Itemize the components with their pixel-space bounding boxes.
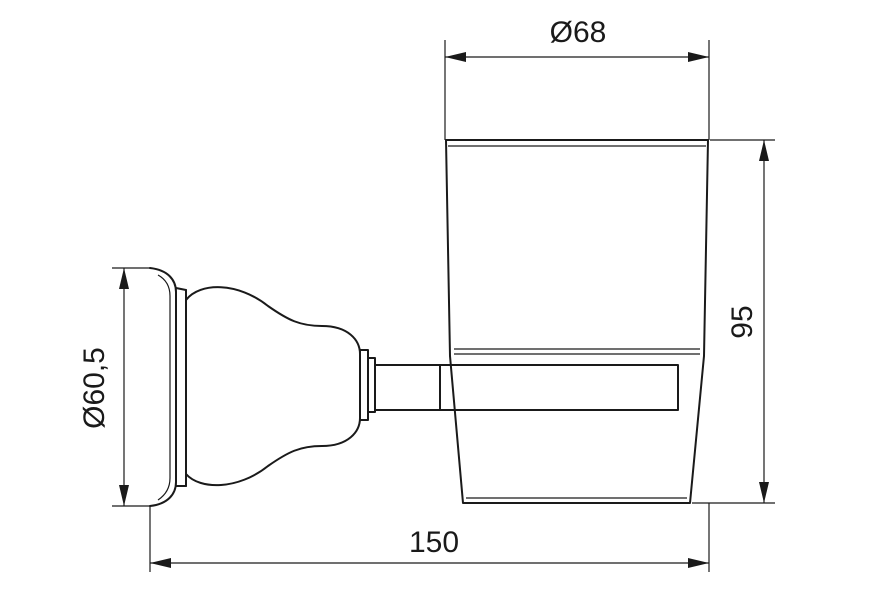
dim-cup-height: 95 xyxy=(692,139,775,504)
dim-cup-diameter: Ø68 xyxy=(444,16,710,140)
dim-base-diameter: Ø60,5 xyxy=(78,267,150,507)
wall-rosette xyxy=(149,267,187,507)
bracket-body xyxy=(185,286,376,487)
glass-tumbler xyxy=(445,139,709,504)
cup-diameter-label: Ø68 xyxy=(550,16,607,49)
base-diameter-label: Ø60,5 xyxy=(78,347,111,429)
holder-arm xyxy=(374,364,441,411)
cup-height-label: 95 xyxy=(726,305,759,338)
cup-ring xyxy=(439,364,679,411)
total-length-label: 150 xyxy=(409,526,459,559)
dim-total-length: 150 xyxy=(149,503,710,572)
